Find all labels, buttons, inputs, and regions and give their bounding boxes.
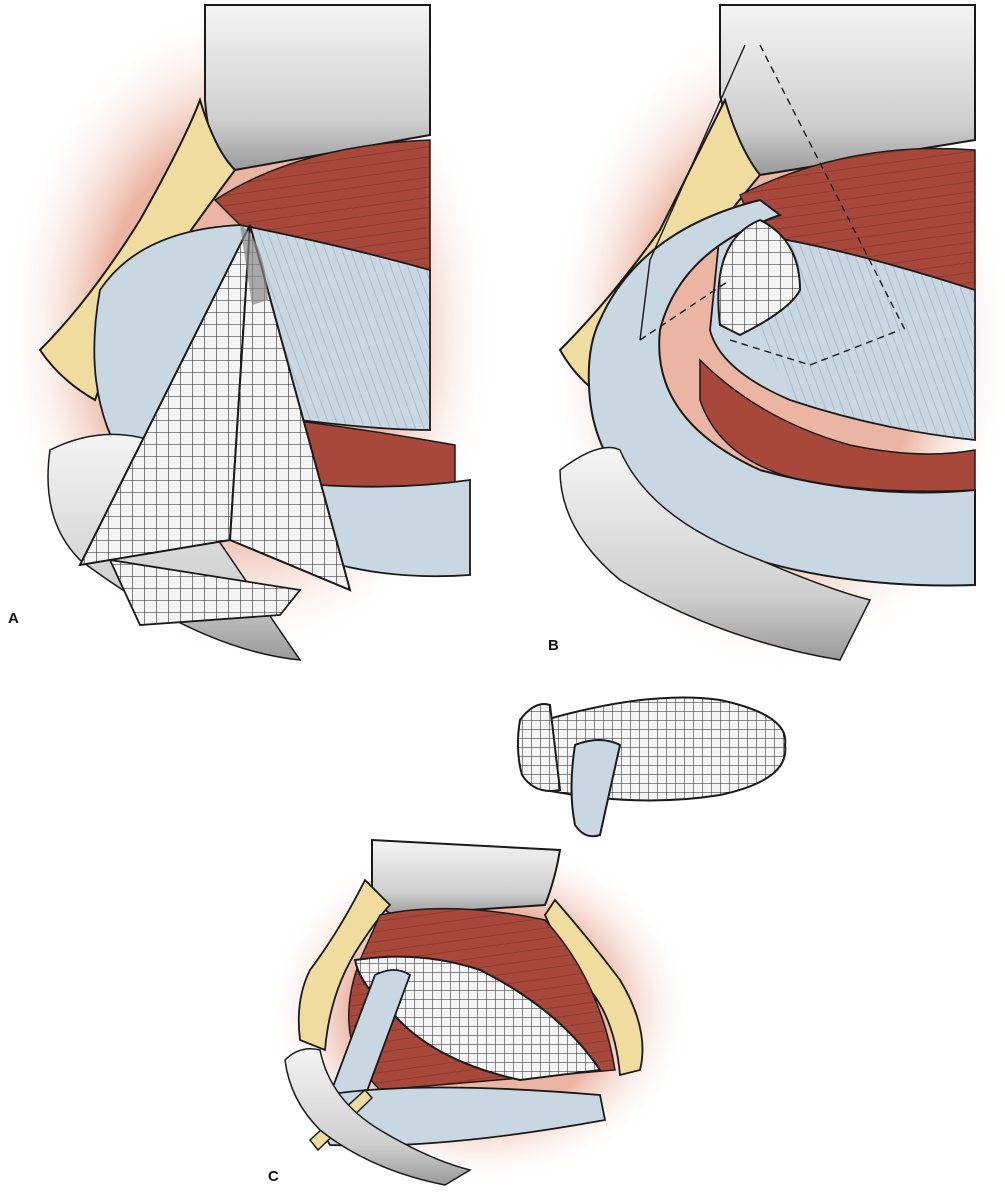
panel-c xyxy=(265,835,695,1186)
mesh-graft-strap xyxy=(570,739,622,838)
panel-c-lower-retractor xyxy=(284,1048,472,1186)
mesh-graft-icon xyxy=(717,218,802,337)
panel-a xyxy=(0,0,500,661)
mesh-graft-tab xyxy=(516,703,562,792)
panel-label-a: A xyxy=(8,610,19,627)
panel-a-bone xyxy=(38,96,237,402)
panel-b-dashed-outline xyxy=(639,44,906,366)
mesh-graft-detail xyxy=(516,696,787,838)
panel-b-lower-retractor xyxy=(559,446,872,661)
panel-b xyxy=(545,4,1005,675)
panel-label-c: C xyxy=(268,1168,279,1185)
mesh-graft-icon xyxy=(78,224,352,626)
panel-label-b: B xyxy=(548,637,559,654)
panel-c-upper-retractor xyxy=(371,838,562,917)
panel-c-left-bone xyxy=(297,878,392,1052)
panel-a-lower-band xyxy=(318,478,471,578)
panel-b-flap-outline xyxy=(639,44,746,341)
